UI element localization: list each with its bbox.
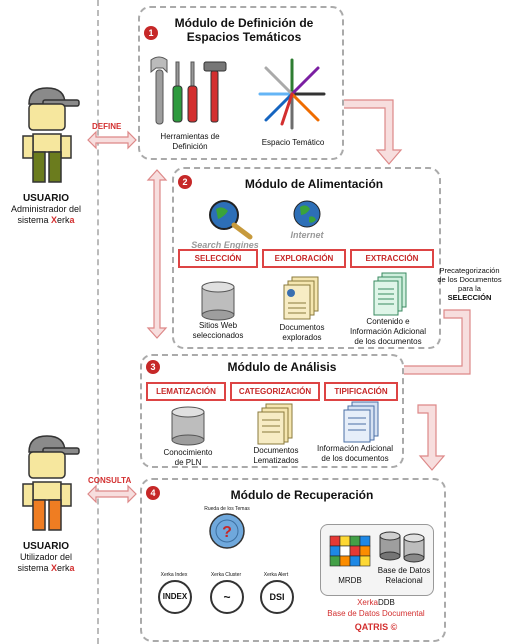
xerka-index-icon: INDEX: [158, 580, 192, 614]
mrdb-label: MRDB: [338, 576, 362, 585]
m1-m2-arrow: [341, 99, 403, 165]
consulta-label: CONSULTA: [88, 476, 132, 485]
pln-knowledge-db-icon: [171, 406, 205, 446]
module-analysis: 3 Módulo de Análisis LEMATIZACIÓN CATEGO…: [140, 354, 404, 468]
tab-tipificacion: TIPIFICACIÓN: [324, 382, 398, 401]
end-user-system: sistema Xerka: [17, 563, 75, 573]
end-user-icon: [22, 435, 80, 531]
module-3-badge: 3: [146, 360, 160, 374]
precategorization-label: Precategorización de los Documentos para…: [437, 266, 502, 302]
xerkaddb-label: XerkaDDB: [357, 598, 395, 607]
separator-line: [97, 0, 99, 644]
end-user-label: USUARIO Utilizador del sistema Xerka: [0, 541, 92, 574]
tab-lematizacion: LEMATIZACIÓN: [146, 382, 226, 401]
search-engines-label: Search Engines: [191, 240, 259, 250]
define-label: DEFINE: [92, 122, 122, 131]
document-db-label: Base de Datos Documental: [327, 609, 425, 618]
define-arrow: [87, 130, 137, 150]
additional-info-docs-icon: [343, 401, 379, 443]
admin-user-label: USUARIO Administrador del sistema Xerka: [0, 193, 92, 226]
relational-db-icon: [379, 531, 425, 563]
xerka-alert-icon: DSI: [260, 580, 294, 614]
module-1-title: Módulo de Definición de Espacios Temátic…: [174, 16, 314, 44]
module-1-badge: 1: [144, 26, 158, 40]
module-retrieval: 4 Módulo de Recuperación Rueda de los Te…: [140, 478, 446, 642]
explored-docs-icon: [283, 276, 319, 320]
mrdb-cube-icon: [329, 535, 371, 567]
admin-user-system: sistema Xerka: [17, 215, 75, 225]
end-user-title: USUARIO: [22, 541, 70, 552]
svg-text:?: ?: [222, 524, 232, 541]
module-2-badge: 2: [178, 175, 192, 189]
websites-db-icon: [201, 281, 235, 321]
rueda-label: Rueda de los Temas: [204, 506, 250, 512]
thematic-space-label: Espacio Temático: [261, 138, 325, 147]
topics-wheel-icon: ?: [209, 513, 245, 549]
xerka-alert-caption: Xerka Alert: [263, 572, 289, 578]
module-4-title: Módulo de Recuperación: [230, 488, 374, 502]
module-4-badge: 4: [146, 486, 160, 500]
tab-seleccion: SELECCIÓN: [178, 249, 258, 268]
end-user-role: Utilizador del: [19, 552, 73, 562]
content-docs-icon: [373, 272, 407, 316]
qatris-label: QATRIS ©: [354, 622, 398, 632]
tab-extraccion: EXTRACCIÓN: [350, 249, 434, 268]
search-engines-icon: [209, 200, 253, 240]
m3-m4-arrow: [417, 404, 446, 471]
module-feeding: 2 Módulo de Alimentación Search Engines …: [172, 167, 441, 349]
module-definition: 1 Módulo de Definición de Espacios Temát…: [138, 6, 344, 160]
consulta-arrow: [87, 484, 137, 504]
internet-globe-icon: [293, 200, 321, 228]
tab-exploracion: EXPLORACIÓN: [262, 249, 346, 268]
internet-label: Internet: [290, 230, 324, 240]
admin-user-icon: [22, 87, 80, 183]
xerka-cluster-caption: Xerka Cluster: [210, 572, 242, 578]
thematic-space-icon: [258, 58, 326, 130]
admin-user-title: USUARIO: [22, 193, 70, 204]
tools-label: Herramientas de Definición: [160, 132, 220, 151]
tools-icon: [150, 56, 227, 125]
admin-user-role: Administrador del: [10, 204, 82, 214]
m1-m3-arrow: [146, 169, 168, 339]
lemmatized-docs-icon: [257, 403, 293, 445]
module-2-title: Módulo de Alimentación: [244, 177, 384, 191]
xerka-cluster-icon: ~: [210, 580, 244, 614]
module-3-title: Módulo de Análisis: [227, 360, 337, 374]
xerka-index-caption: Xerka Index: [160, 572, 188, 578]
tab-categorizacion: CATEGORIZACIÓN: [230, 382, 320, 401]
